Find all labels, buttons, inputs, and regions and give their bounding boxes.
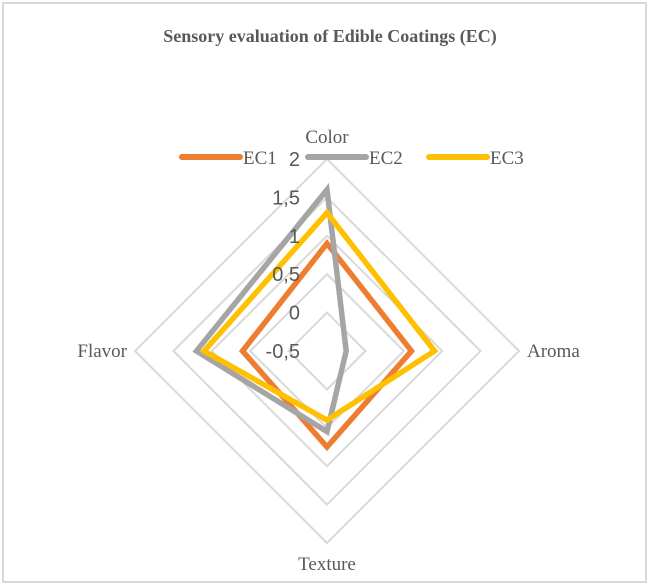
axis-label-color: Color [305, 127, 349, 148]
axis-label-aroma: Aroma [527, 341, 580, 362]
radial-tick-label: -0,5 [266, 341, 300, 363]
radial-tick-labels: -0,5 0 0,5 1 1,5 2 [266, 149, 300, 363]
chart-title: Sensory evaluation of Edible Coatings (E… [163, 26, 497, 46]
series-ec3 [199, 208, 439, 424]
radial-tick-label: 1,5 [272, 187, 300, 209]
radial-tick-label: 1 [289, 226, 300, 248]
series-ec1 [238, 239, 416, 452]
radial-tick-label: 2 [289, 149, 300, 171]
radar-series [192, 182, 439, 452]
radial-tick-label: 0 [289, 303, 300, 325]
radial-tick-label: 0,5 [272, 264, 300, 286]
grid-ring [171, 195, 483, 507]
legend-label-ec3: EC3 [490, 148, 524, 169]
radar-grid [133, 157, 521, 545]
legend-label-ec2: EC2 [369, 148, 403, 169]
grid-ring [133, 157, 521, 545]
legend: EC1 EC2 EC3 [179, 148, 524, 169]
axis-label-flavor: Flavor [77, 341, 127, 362]
axis-label-texture: Texture [298, 554, 356, 575]
series-ec2 [192, 182, 349, 436]
legend-label-ec1: EC1 [243, 148, 277, 169]
grid-ring [287, 311, 367, 391]
